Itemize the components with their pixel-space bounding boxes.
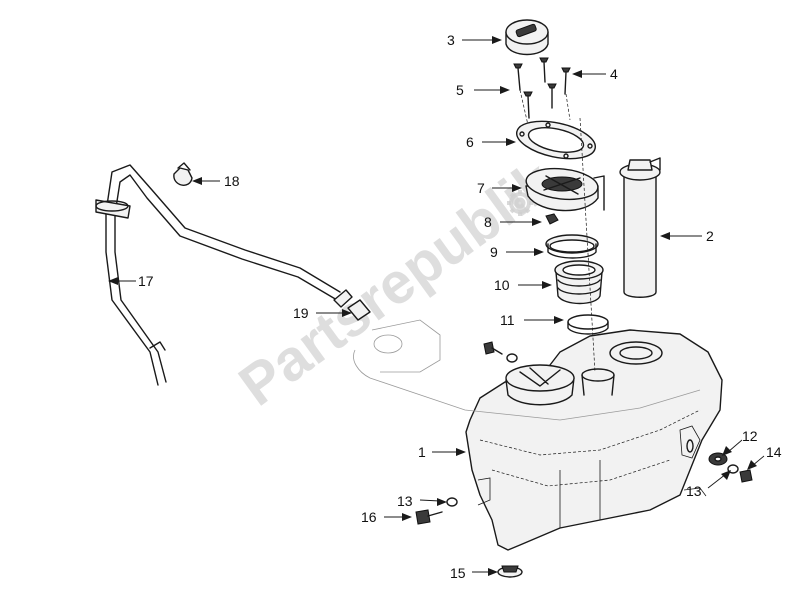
callout-4: 4 xyxy=(610,66,618,82)
gasket-ring xyxy=(516,120,596,160)
neck-clamp xyxy=(545,234,599,259)
drain-grommet xyxy=(497,565,523,578)
filler-cap xyxy=(505,19,549,56)
callout-11: 11 xyxy=(500,312,515,328)
hose-sleeve xyxy=(333,289,371,321)
callout-5: 5 xyxy=(456,82,464,98)
left-mount-hardware xyxy=(415,497,458,525)
callout-1: 1 xyxy=(418,444,426,460)
callout-18: 18 xyxy=(224,173,240,189)
callout-10: 10 xyxy=(494,277,510,293)
callout-13-left: 13 xyxy=(397,493,413,509)
callout-9: 9 xyxy=(490,244,498,260)
top-bolt-hardware xyxy=(483,341,518,363)
fuel-tank xyxy=(353,319,723,551)
lower-clamp xyxy=(567,117,609,373)
callout-8: 8 xyxy=(484,214,492,230)
callout-labels: 1 2 3 4 5 6 7 8 9 10 11 12 13 13 14 15 1… xyxy=(138,32,782,581)
callout-6: 6 xyxy=(466,134,474,150)
hose-clip xyxy=(173,162,193,186)
callout-13-right: 13 xyxy=(686,483,702,499)
callout-16: 16 xyxy=(361,509,377,525)
fuel-level-sender xyxy=(619,157,661,298)
callout-2: 2 xyxy=(706,228,714,244)
watermark-gear-icon xyxy=(507,190,533,216)
retaining-screws xyxy=(513,57,571,126)
callout-19: 19 xyxy=(293,305,309,321)
callout-15: 15 xyxy=(450,565,466,581)
leader-lines xyxy=(108,36,765,576)
callout-14: 14 xyxy=(766,444,782,460)
callout-12: 12 xyxy=(742,428,758,444)
flange-nut xyxy=(545,213,559,225)
pump-flange xyxy=(525,167,605,212)
callout-7: 7 xyxy=(477,180,485,196)
right-mount-hardware xyxy=(708,452,753,483)
vent-hose xyxy=(95,164,341,386)
callout-3: 3 xyxy=(447,32,455,48)
filler-neck xyxy=(554,260,604,305)
callout-17: 17 xyxy=(138,273,154,289)
